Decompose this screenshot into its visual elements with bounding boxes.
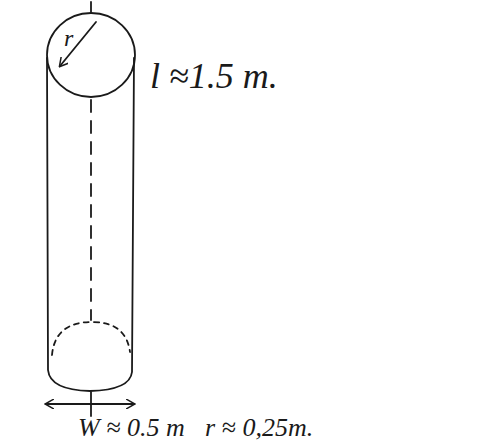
length-dimension: l ≈1.5 m.: [150, 58, 278, 94]
radius-arrow: [60, 22, 96, 66]
radius-dimension: r ≈ 0,25m.: [205, 415, 313, 441]
radius-symbol: r: [64, 26, 73, 50]
axis-line: [90, 100, 92, 320]
width-dimension: W ≈ 0.5 m: [78, 415, 185, 441]
width-arrow: [46, 403, 134, 405]
axis-line: [90, 2, 92, 12]
bottom-face: [52, 322, 130, 355]
cylinder-side: [47, 58, 134, 391]
top-face: [47, 13, 135, 97]
